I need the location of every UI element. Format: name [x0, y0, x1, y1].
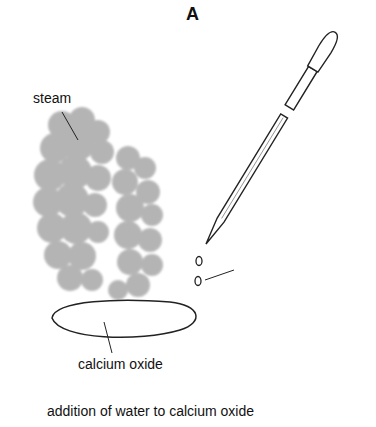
figure-title: A	[186, 4, 199, 26]
part-label: steam	[33, 90, 71, 107]
calcium-oxide-lump	[52, 300, 196, 337]
figure-caption: addition of water to calcium oxide	[47, 403, 254, 420]
pipette	[200, 29, 341, 248]
part-label: calcium oxide	[78, 356, 163, 373]
steam-cloud	[33, 107, 163, 300]
leader-line	[62, 112, 78, 140]
leader-line	[104, 322, 112, 353]
leader-line	[205, 270, 234, 280]
water-drop	[195, 277, 201, 286]
water-drop	[196, 257, 202, 266]
